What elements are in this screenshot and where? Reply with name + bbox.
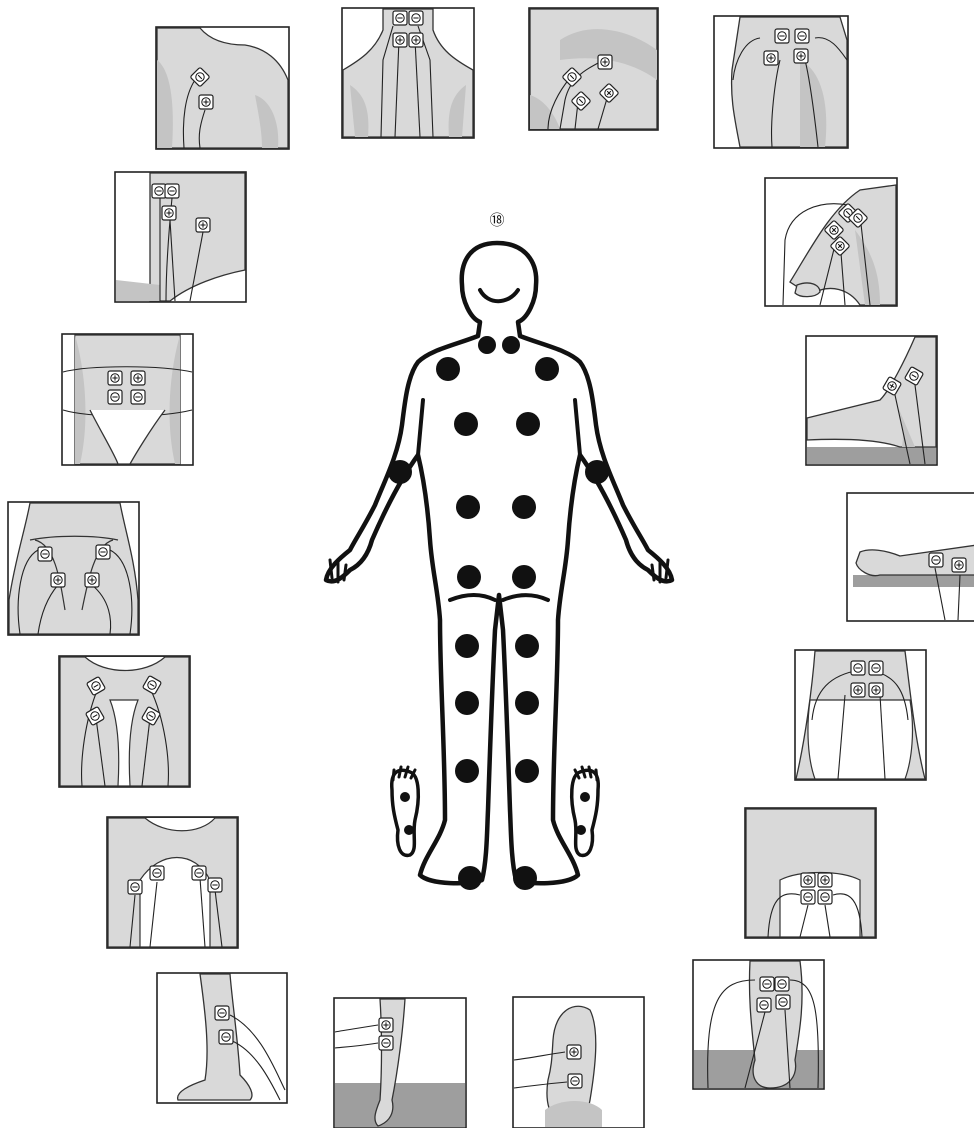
point-hip-right [512,565,536,589]
body-figure: ⑱ [326,211,672,890]
point-neck-right [502,336,520,354]
panel-forearm [847,493,974,621]
point-chest-right [516,412,540,436]
point-knee-left [455,759,479,783]
body-outline [326,243,672,883]
panel-abdomen [62,334,193,465]
point-abdomen-left [456,495,480,519]
panel-thigh-back [107,817,238,948]
panel-lower-back [745,808,876,938]
panel-upper-back [795,650,926,780]
panel-shin-front [334,998,466,1128]
panel-elbow [806,336,937,465]
point-arm-left [388,460,412,484]
panel-buttocks [8,502,139,635]
panel-hip-side [714,16,848,148]
figure-point-label: ⑱ [489,211,504,229]
point-abdomen-right [512,495,536,519]
panel-shoulder-front [156,27,289,149]
foot-sole-left [392,767,419,855]
panel-neck-back [342,8,474,138]
point-hip-left [457,565,481,589]
point-shoulder-left [436,357,460,381]
point-thigh-lower-left [455,691,479,715]
panel-sole [513,997,644,1128]
point-arm-right [585,460,609,484]
electrode-pad [199,95,213,109]
point-shoulder-right [535,357,559,381]
point-thigh-lower-right [515,691,539,715]
point-thigh-upper-right [515,634,539,658]
panel-shin-side [157,973,287,1103]
panel-upper-arm [765,178,897,306]
point-chest-left [454,412,478,436]
panel-inner-thigh [59,656,190,787]
foot-sole-right [572,767,599,855]
point-neck-left [478,336,496,354]
point-foot-left [458,866,482,890]
panel-chest [529,8,658,130]
point-thigh-upper-left [455,634,479,658]
panel-calf [693,960,824,1089]
point-foot-right [513,866,537,890]
point-knee-right [515,759,539,783]
panel-shoulder-back [115,172,246,302]
